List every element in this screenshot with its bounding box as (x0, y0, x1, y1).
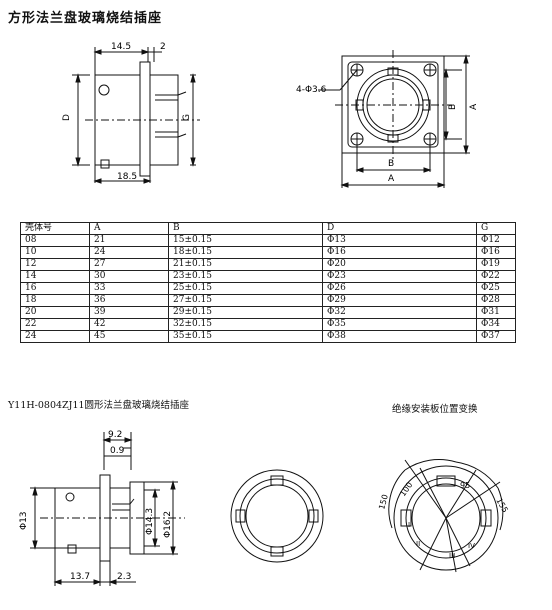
dim-top-label: 9.2 (108, 430, 122, 440)
cell: Φ38 (322, 330, 477, 343)
cell: Φ26 (322, 282, 477, 295)
cell: 18 (20, 294, 90, 307)
angle-100-label: 100 (398, 480, 414, 498)
cell: Φ28 (476, 294, 516, 307)
cell: Φ16 (322, 246, 477, 259)
cell: Φ13 (322, 234, 477, 247)
top-front-view (318, 50, 470, 188)
cell: 16 (20, 282, 90, 295)
cell: 08 (20, 234, 90, 247)
angle-95-label: 95 (460, 481, 470, 490)
dim-outer-label: Φ16.2 (163, 511, 173, 538)
rotation-view (388, 459, 504, 573)
cell: Φ23 (322, 270, 477, 283)
bottom-right-caption: 绝缘安装板位置变换 (392, 404, 478, 415)
page-title: 方形法兰盘玻璃烧结插座 (8, 11, 163, 26)
cell: 21 (89, 234, 169, 247)
cell: 22 (20, 318, 90, 331)
label-b-horizontal: B (388, 159, 394, 169)
header-d: D (322, 222, 477, 235)
cell: 10 (20, 246, 90, 259)
hole-label: 4-Φ3.6 (296, 85, 327, 95)
label-a-horizontal: A (388, 174, 395, 184)
cell: Φ25 (476, 282, 516, 295)
cell: 42 (89, 318, 169, 331)
cell: Φ22 (476, 270, 516, 283)
cell: 25±0.15 (168, 282, 323, 295)
label-g: G (182, 114, 192, 121)
header-b: B (168, 222, 323, 235)
cell: 32±0.15 (168, 318, 323, 331)
mark-iii: III (449, 552, 455, 560)
angle-150-label: 150 (377, 493, 390, 510)
cell: 29±0.15 (168, 306, 323, 319)
header-a: A (89, 222, 169, 235)
cell: 12 (20, 258, 90, 271)
label-b-vertical: B (448, 104, 458, 110)
label-a-vertical: A (469, 103, 479, 110)
cell: 20 (20, 306, 90, 319)
dim-inner-label: Φ14.3 (145, 508, 155, 535)
cell: Φ20 (322, 258, 477, 271)
dim-small-label: 0.9 (110, 446, 125, 456)
cell: 14 (20, 270, 90, 283)
cell: 18±0.15 (168, 246, 323, 259)
header-g: G (476, 222, 516, 235)
dim-width-label: 14.5 (111, 42, 131, 52)
dim-bottom-left-label: 13.7 (70, 572, 90, 582)
cell: Φ35 (322, 318, 477, 331)
cell: 21±0.15 (168, 258, 323, 271)
cell: 45 (89, 330, 169, 343)
mark-ii: II (416, 540, 420, 548)
cell: 33 (89, 282, 169, 295)
cell: Φ12 (476, 234, 516, 247)
cell: 39 (89, 306, 169, 319)
bottom-left-caption: Y11H-0804ZJ11圆形法兰盘玻璃烧结插座 (8, 400, 190, 411)
cell: 24 (20, 330, 90, 343)
cell: 27 (89, 258, 169, 271)
cell: Φ31 (476, 306, 516, 319)
cell: 24 (89, 246, 169, 259)
cell: 35±0.15 (168, 330, 323, 343)
dim-bottom-label: 18.5 (117, 172, 137, 182)
top-side-view (72, 47, 200, 184)
cell: 27±0.15 (168, 294, 323, 307)
cell: Φ16 (476, 246, 516, 259)
bottom-front-view (230, 469, 324, 563)
cell: Φ29 (322, 294, 477, 307)
cell: 30 (89, 270, 169, 283)
cell: 15±0.15 (168, 234, 323, 247)
cell: Φ19 (476, 258, 516, 271)
bottom-side-view (30, 432, 185, 586)
label-d: D (62, 114, 72, 121)
dim-left-label: Φ13 (19, 511, 29, 530)
cell: Φ32 (322, 306, 477, 319)
cell: 23±0.15 (168, 270, 323, 283)
cell: Φ34 (476, 318, 516, 331)
header-shell: 壳体号 (20, 222, 90, 235)
dim-flange-label: 2 (160, 42, 166, 52)
mark-i: I (408, 521, 410, 529)
cell: 36 (89, 294, 169, 307)
mark-iv: IV (468, 542, 475, 550)
cell: Φ37 (476, 330, 516, 343)
table-header-row: 壳体号 A B D G (20, 222, 516, 235)
dim-bottom-right-label: 2.3 (117, 572, 131, 582)
